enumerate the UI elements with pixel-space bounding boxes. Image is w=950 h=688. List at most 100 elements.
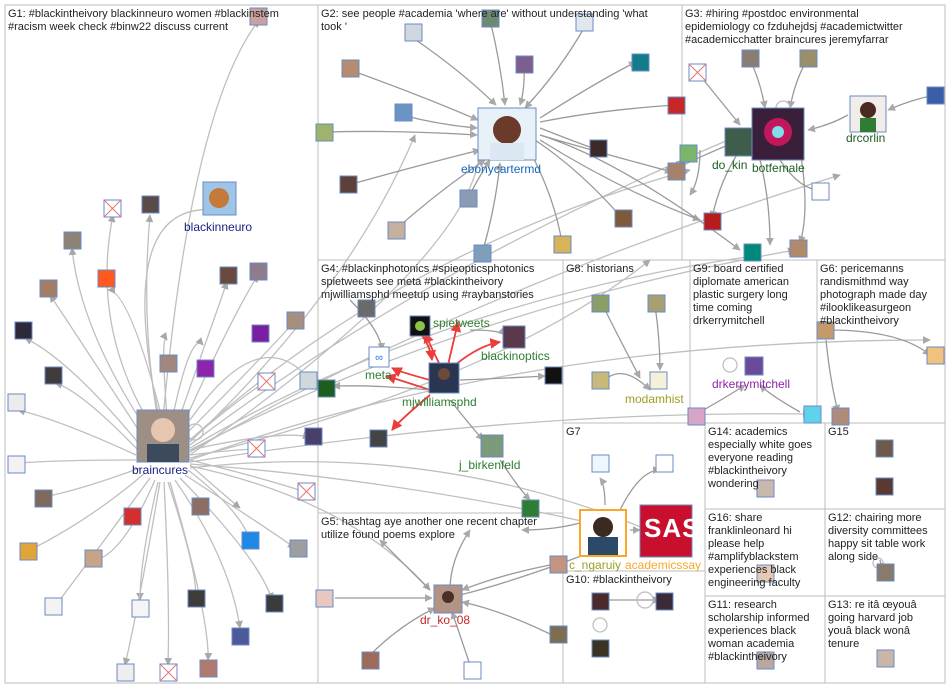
avatar-node[interactable] — [876, 563, 895, 582]
avatar-node[interactable] — [97, 269, 116, 288]
avatar-node[interactable] — [549, 555, 568, 574]
avatar-node[interactable] — [679, 144, 698, 163]
avatar-node[interactable] — [515, 55, 534, 74]
avatar-node[interactable] — [875, 439, 894, 458]
avatar-node[interactable] — [756, 564, 775, 583]
avatar-node[interactable] — [831, 407, 850, 426]
avatar-node[interactable] — [591, 592, 610, 611]
avatar-node[interactable] — [187, 589, 206, 608]
avatar-node[interactable] — [591, 454, 610, 473]
avatar-node[interactable] — [315, 123, 334, 142]
avatar-node[interactable] — [361, 651, 380, 670]
avatar-node[interactable] — [743, 243, 762, 262]
avatar-node[interactable] — [655, 592, 674, 611]
avatar-node[interactable] — [463, 661, 482, 680]
labeled-node-j-birkenfeld[interactable] — [480, 434, 504, 458]
avatar-node[interactable] — [549, 625, 568, 644]
avatar-node[interactable] — [34, 489, 53, 508]
avatar-node[interactable] — [589, 139, 608, 158]
labeled-node-spietweets[interactable] — [409, 315, 431, 337]
avatar-node[interactable] — [357, 299, 376, 318]
avatar-node[interactable] — [926, 86, 945, 105]
avatar-node[interactable] — [159, 354, 178, 373]
avatar-node[interactable] — [339, 175, 358, 194]
avatar-node[interactable] — [521, 499, 540, 518]
avatar-node[interactable] — [756, 479, 775, 498]
avatar-node[interactable] — [241, 531, 260, 550]
avatar-node[interactable] — [926, 346, 945, 365]
avatar-node[interactable] — [803, 405, 822, 424]
avatar-node[interactable] — [404, 23, 423, 42]
avatar-node[interactable] — [286, 311, 305, 330]
avatar-node[interactable] — [703, 212, 722, 231]
avatar-node[interactable] — [811, 182, 830, 201]
avatar-node[interactable] — [341, 59, 360, 78]
avatar-node[interactable] — [591, 639, 610, 658]
avatar-node[interactable] — [591, 294, 610, 313]
avatar-node[interactable] — [875, 477, 894, 496]
labeled-node-braincures[interactable] — [136, 409, 190, 463]
avatar-node[interactable] — [315, 589, 334, 608]
avatar-node[interactable] — [84, 549, 103, 568]
avatar-node[interactable] — [219, 266, 238, 285]
avatar-node[interactable] — [116, 663, 135, 682]
avatar-node[interactable] — [7, 393, 26, 412]
avatar-node[interactable] — [544, 366, 563, 385]
avatar-node[interactable] — [251, 324, 270, 343]
avatar-node[interactable] — [289, 539, 308, 558]
labeled-node-ebonycartermd[interactable] — [477, 107, 537, 161]
avatar-node[interactable] — [19, 542, 38, 561]
labeled-node-meta[interactable]: ∞ — [368, 346, 390, 368]
avatar-node[interactable] — [667, 162, 686, 181]
avatar-node[interactable] — [265, 594, 284, 613]
avatar-node[interactable] — [44, 597, 63, 616]
avatar-node[interactable] — [459, 189, 478, 208]
avatar-node[interactable] — [647, 294, 666, 313]
avatar-node[interactable] — [199, 659, 218, 678]
avatar-node[interactable] — [655, 454, 674, 473]
avatar-node[interactable] — [667, 96, 686, 115]
labeled-node-drkerrymitchell[interactable] — [744, 356, 764, 376]
avatar-node[interactable] — [44, 366, 63, 385]
avatar-node[interactable] — [191, 497, 210, 516]
avatar-node[interactable] — [741, 49, 760, 68]
avatar-node[interactable] — [687, 407, 706, 426]
avatar-node[interactable] — [816, 321, 835, 340]
avatar-node[interactable] — [876, 649, 895, 668]
avatar-node[interactable] — [231, 627, 250, 646]
avatar-node[interactable] — [63, 231, 82, 250]
avatar-node[interactable] — [7, 455, 26, 474]
avatar-node[interactable] — [553, 235, 572, 254]
avatar-node[interactable] — [123, 507, 142, 526]
avatar-node[interactable] — [369, 429, 388, 448]
avatar-node[interactable] — [317, 379, 336, 398]
labeled-node-academicssay[interactable] — [639, 504, 693, 558]
avatar-node[interactable] — [141, 195, 160, 214]
avatar-node[interactable] — [196, 359, 215, 378]
avatar-node[interactable] — [14, 321, 33, 340]
avatar-node[interactable] — [131, 599, 150, 618]
labeled-node-dr-ko-08[interactable] — [433, 584, 463, 614]
avatar-node[interactable] — [614, 209, 633, 228]
avatar-node[interactable] — [481, 9, 500, 28]
avatar-node[interactable] — [394, 103, 413, 122]
avatar-node[interactable] — [473, 244, 492, 263]
avatar-node[interactable] — [304, 427, 323, 446]
avatar-node[interactable] — [299, 371, 318, 390]
avatar-node[interactable] — [789, 239, 808, 258]
labeled-node-blackinoptics[interactable] — [502, 325, 526, 349]
avatar-node[interactable] — [591, 371, 610, 390]
labeled-node-blackinneuro[interactable] — [202, 181, 237, 216]
avatar-node[interactable] — [799, 49, 818, 68]
labeled-node-c-ngaruiya[interactable] — [579, 509, 627, 557]
avatar-node[interactable] — [39, 279, 58, 298]
avatar-node[interactable] — [631, 53, 650, 72]
labeled-node-drcorlin[interactable] — [849, 95, 887, 133]
labeled-node-mjwilliamsphd[interactable] — [428, 362, 460, 394]
avatar-node[interactable] — [756, 651, 775, 670]
avatar-node[interactable] — [649, 371, 668, 390]
labeled-node-botfemale[interactable] — [751, 107, 805, 161]
labeled-node-do-kin[interactable] — [724, 127, 754, 157]
avatar-node[interactable] — [575, 13, 594, 32]
avatar-node[interactable] — [249, 262, 268, 281]
